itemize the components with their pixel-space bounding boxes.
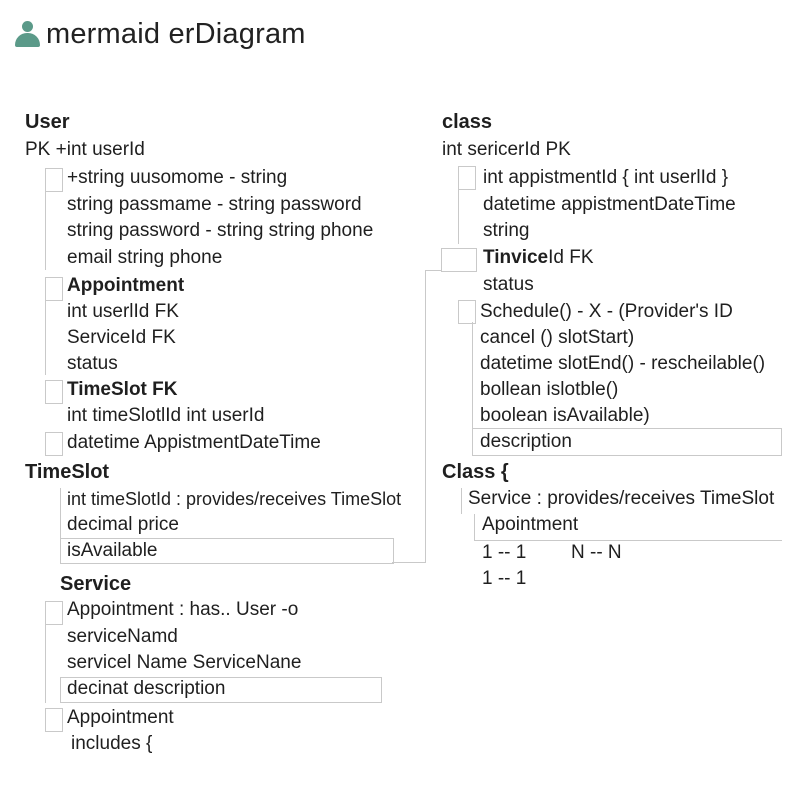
entity-class2-title: Class { — [442, 461, 509, 483]
service-field-5: Appointment — [67, 707, 174, 728]
service-field-1: Appointment : has.. User -o — [67, 599, 299, 620]
field-box — [60, 538, 394, 564]
connector-line — [472, 322, 473, 428]
timeslot2-field-2: decimal price — [67, 514, 179, 535]
class-pk-line: int sericerId PK — [442, 139, 571, 160]
class-method-3: datetime slotEnd() - rescheilable() — [480, 353, 766, 374]
diagram-header: mermaid erDiagram — [12, 14, 306, 54]
user-pk-line: PK +int userId — [25, 139, 145, 160]
class2-field-1: Service : provides/receives TimeSlot — [468, 488, 775, 509]
relationship-cardinality: N -- N — [571, 542, 622, 563]
user-field-4: email string phone — [67, 247, 223, 268]
field-marker — [45, 601, 63, 625]
appointment-field-1: int userlId FK — [67, 301, 179, 322]
entity-class-title: class — [442, 111, 493, 133]
appointment-field-2: ServiceId FK — [67, 327, 176, 348]
entity-timeslot-title: TimeSlot — [25, 461, 110, 483]
field-marker — [45, 168, 63, 192]
class-fk-line: TinviceId FK — [483, 247, 594, 268]
service-field-4: decinat description — [67, 678, 226, 699]
connector-line — [474, 540, 782, 541]
class-field-2: datetime appistmentDateTime — [483, 194, 736, 215]
connector-line — [45, 299, 46, 375]
field-marker — [45, 432, 63, 456]
entity-user-title: User — [25, 111, 70, 133]
connector-line — [461, 488, 462, 514]
entity-service-title: Service — [60, 573, 132, 595]
timeslot-fk-line: TimeSlot FK — [67, 379, 178, 400]
class2-field-2: Apointment — [482, 514, 579, 535]
service-field-6: includes { — [71, 733, 153, 754]
class-method-2: cancel () slotStart) — [480, 327, 635, 348]
appointment-subtitle: Appointment — [67, 275, 185, 296]
appointment-field-3: status — [67, 353, 118, 374]
class-method-6: description — [480, 431, 572, 452]
relationship-line — [425, 270, 441, 271]
connector-line — [45, 623, 46, 703]
field-box — [472, 428, 782, 456]
class-field-3: string — [483, 220, 530, 241]
timeslot2-field-3: isAvailable — [67, 540, 158, 561]
relationship-line — [425, 270, 426, 563]
timeslot-field-1: int timeSlotlId int userId — [67, 405, 265, 426]
relationship-line — [392, 562, 426, 563]
person-icon — [12, 19, 42, 49]
service-field-3: servicel Name ServiceNane — [67, 652, 302, 673]
class-field-1: int appistmentId { int userlId } — [483, 167, 729, 188]
class-status: status — [483, 274, 534, 295]
user-field-2: string passmame - string password — [67, 194, 362, 215]
connector-line — [60, 488, 61, 538]
timeslot2-field-1: int timeSlotId : provides/receives TimeS… — [67, 489, 402, 509]
class-method-1: Schedule() - X - (Provider's ID — [480, 301, 733, 322]
field-marker — [45, 708, 63, 732]
field-marker — [458, 166, 476, 190]
field-marker — [45, 380, 63, 404]
connector-line — [474, 514, 475, 540]
field-marker — [45, 277, 63, 301]
user-field-3: string password - string string phone — [67, 220, 374, 241]
field-marker — [441, 248, 477, 272]
user-field-1: +string uusomome - string — [67, 167, 288, 188]
service-field-2: serviceNamd — [67, 626, 178, 647]
connector-line — [458, 188, 459, 244]
class-method-5: boolean isAvailable) — [480, 405, 650, 426]
timeslot-field-2: datetime AppistmentDateTime — [67, 432, 321, 453]
class-method-4: bollean islotble() — [480, 379, 619, 400]
relationship-cardinality: 1 -- 1 — [482, 542, 527, 563]
diagram-title: mermaid erDiagram — [46, 17, 306, 50]
field-box — [60, 677, 382, 703]
field-marker — [458, 300, 476, 324]
relationship-cardinality: 1 -- 1 — [482, 568, 527, 589]
connector-line — [45, 190, 46, 270]
